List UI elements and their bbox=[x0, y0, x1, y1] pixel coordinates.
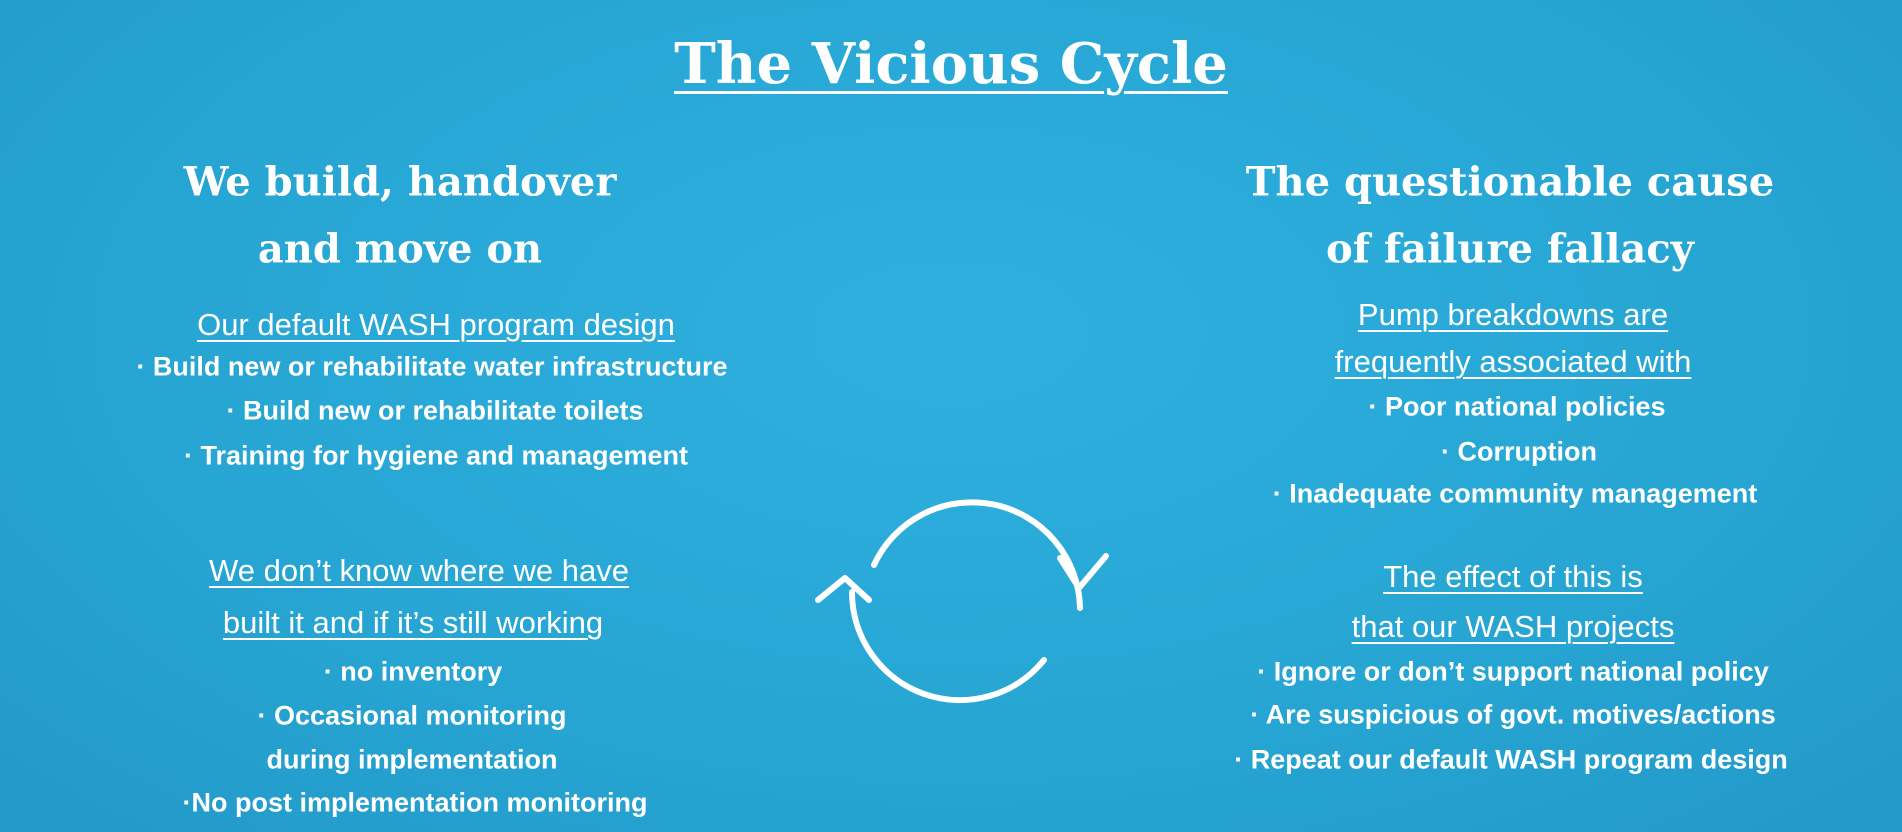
page-title: The Vicious Cycle bbox=[674, 31, 1228, 97]
right-subheading: Pump breakdowns are bbox=[1357, 297, 1669, 332]
right-bullet: · Are suspicious of govt. motives/action… bbox=[1250, 699, 1776, 730]
right-bullet: · Corruption bbox=[1441, 436, 1597, 467]
right-bullet: · Inadequate community management bbox=[1272, 478, 1758, 509]
left-heading-line-2: and move on bbox=[257, 225, 543, 273]
right-bullet: · Repeat our default WASH program design bbox=[1234, 744, 1788, 775]
left-subheading: We don’t know where we have bbox=[209, 553, 629, 588]
left-subheading: Our default WASH program design bbox=[197, 307, 675, 342]
left-bullet: · Build new or rehabilitate toilets bbox=[226, 395, 644, 426]
top-arrowhead bbox=[1057, 553, 1109, 591]
right-bullet: · Poor national policies bbox=[1368, 391, 1666, 422]
left-heading-line-1: We build, handover bbox=[183, 158, 617, 206]
right-subheading: frequently associated with bbox=[1334, 344, 1692, 379]
left-subheading: built it and if it’s still working bbox=[222, 605, 604, 640]
right-bullet: · Ignore or don’t support national polic… bbox=[1257, 656, 1769, 687]
right-subheading: that our WASH projects bbox=[1351, 609, 1675, 644]
left-bullet: during implementation bbox=[266, 744, 558, 775]
left-bullet: · Training for hygiene and management bbox=[183, 440, 689, 471]
bottom-arc-arrow bbox=[849, 589, 1047, 704]
top-arc-arrow bbox=[871, 499, 1083, 611]
left-bullet: · Build new or rehabilitate water infras… bbox=[136, 351, 728, 382]
bottom-arrowhead bbox=[815, 575, 872, 603]
right-heading-line-2: of failure fallacy bbox=[1326, 225, 1694, 273]
right-subheading: The effect of this is bbox=[1383, 559, 1643, 594]
left-bullet: ·No post implementation monitoring bbox=[182, 787, 648, 818]
right-heading-line-1: The questionable cause bbox=[1245, 158, 1775, 206]
left-bullet: · Occasional monitoring bbox=[257, 700, 567, 731]
left-bullet: · no inventory bbox=[323, 656, 503, 687]
